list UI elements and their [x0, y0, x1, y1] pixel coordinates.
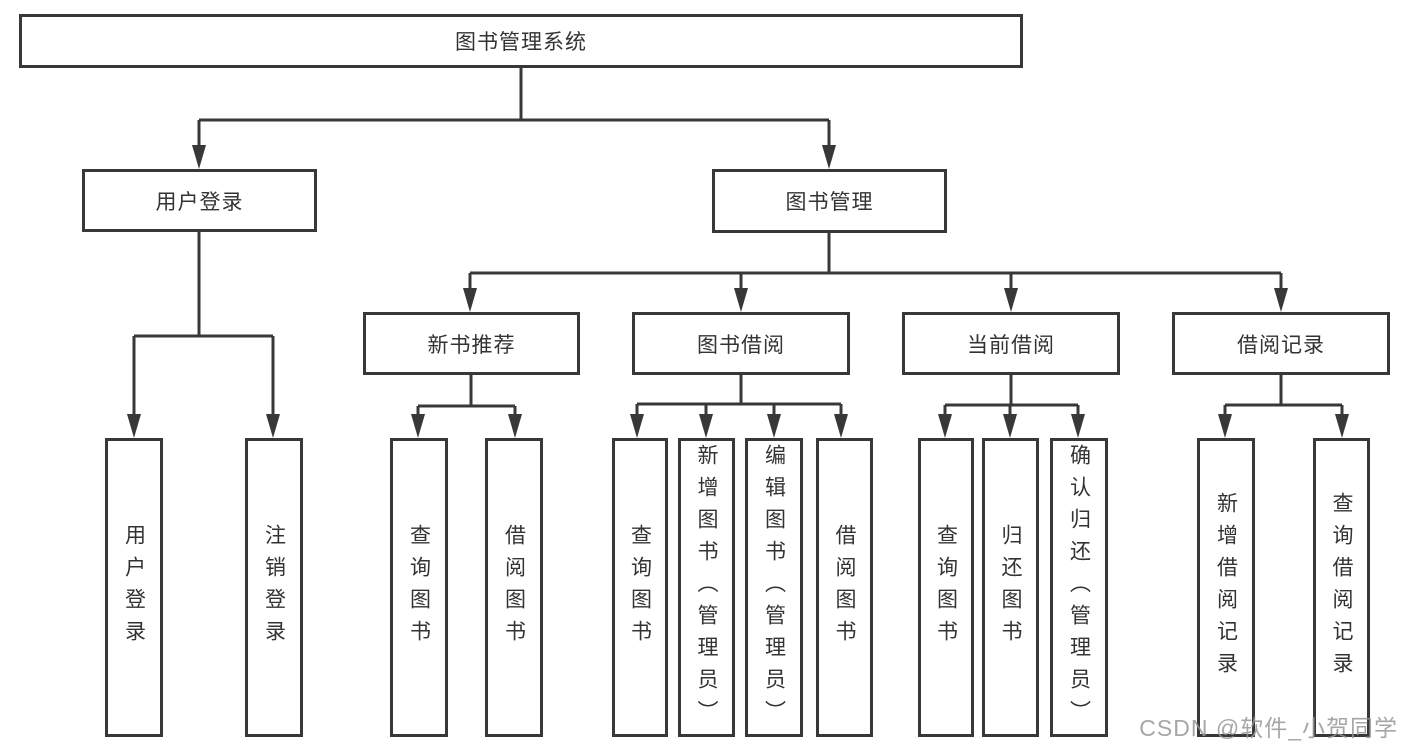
- leaf-logout: 注销登录: [245, 438, 303, 737]
- node-label: 编辑图书（管理员）: [762, 443, 786, 732]
- leaf-query-books-recommend: 查询图书: [390, 438, 448, 737]
- node-label: 新书推荐: [427, 333, 516, 357]
- connector-new-book-recommend-children: [411, 374, 522, 438]
- node-new-book-recommend: 新书推荐: [363, 312, 580, 375]
- node-user-login: 用户登录: [82, 169, 317, 232]
- node-label: 查询图书: [934, 523, 958, 652]
- connector-borrow-records-children: [1218, 374, 1349, 438]
- node-label: 查询图书: [628, 523, 652, 652]
- csdn-watermark: CSDN @软件_小贺同学: [1139, 715, 1398, 741]
- node-label: 新增借阅记录: [1214, 491, 1238, 684]
- node-label: 确认归还（管理员）: [1067, 443, 1091, 732]
- node-label: 归还图书: [999, 523, 1022, 652]
- leaf-query-books-borrow: 查询图书: [612, 438, 668, 737]
- connector-book-management-level3: [463, 232, 1288, 312]
- node-borrow-records: 借阅记录: [1172, 312, 1390, 375]
- node-label: 用户登录: [122, 523, 146, 652]
- leaf-user-login: 用户登录: [105, 438, 163, 737]
- node-library-management-system: 图书管理系统: [19, 14, 1023, 68]
- node-label: 图书管理系统: [455, 31, 587, 54]
- leaf-confirm-return-admin: 确认归还（管理员）: [1050, 438, 1108, 737]
- node-label: 图书管理: [785, 191, 874, 214]
- connector-root-to-level2: [192, 67, 836, 169]
- node-book-management: 图书管理: [712, 169, 947, 233]
- node-current-borrow: 当前借阅: [902, 312, 1120, 375]
- node-label: 当前借阅: [967, 333, 1055, 357]
- node-label: 借阅记录: [1237, 333, 1325, 357]
- node-label: 注销登录: [262, 523, 286, 652]
- leaf-add-borrow-record: 新增借阅记录: [1197, 438, 1255, 737]
- node-label: 查询图书: [407, 523, 431, 652]
- node-label: 用户登录: [155, 190, 244, 214]
- leaf-add-books-admin: 新增图书（管理员）: [678, 438, 735, 737]
- node-label: 图书借阅: [697, 333, 785, 357]
- node-label: 新增图书（管理员）: [695, 443, 718, 732]
- leaf-edit-books-admin: 编辑图书（管理员）: [745, 438, 803, 737]
- node-label: 查询借阅记录: [1330, 491, 1353, 684]
- connector-current-borrow-children: [938, 374, 1085, 438]
- node-label: 借阅图书: [833, 523, 856, 652]
- leaf-query-borrow-record: 查询借阅记录: [1313, 438, 1370, 737]
- connector-book-borrow-children: [630, 374, 848, 438]
- node-label: 借阅图书: [502, 523, 526, 652]
- leaf-return-books: 归还图书: [982, 438, 1039, 737]
- leaf-query-books-current: 查询图书: [918, 438, 974, 737]
- leaf-borrow-books: 借阅图书: [816, 438, 873, 737]
- connector-user-login-children: [127, 231, 280, 438]
- leaf-borrow-books-recommend: 借阅图书: [485, 438, 543, 737]
- node-book-borrow: 图书借阅: [632, 312, 850, 375]
